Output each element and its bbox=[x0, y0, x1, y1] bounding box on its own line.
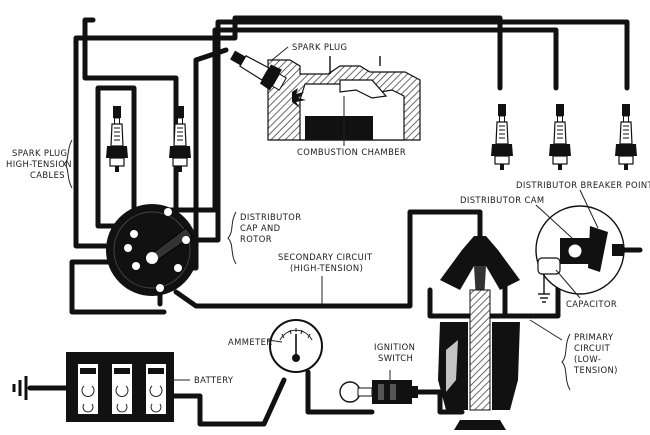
distributor-housing bbox=[438, 236, 520, 430]
key-icon bbox=[339, 381, 361, 403]
label-capacitor: CAPACITOR bbox=[566, 299, 617, 309]
spark-plug-left-2 bbox=[168, 105, 192, 173]
spark-plug-in-head bbox=[230, 50, 306, 108]
label-primary-circuit-2: CIRCUIT bbox=[574, 343, 611, 353]
label-spark-plug: SPARK PLUG bbox=[292, 42, 347, 52]
label-spark-plug-cables-1: SPARK PLUG bbox=[12, 148, 67, 158]
label-primary-circuit-4: TENSION) bbox=[573, 365, 618, 375]
breaker-points-assembly bbox=[535, 205, 625, 303]
ground-icon bbox=[12, 376, 28, 400]
label-spark-plug-cables-2: HIGH-TENSION bbox=[6, 159, 72, 169]
label-ignition-switch-1: IGNITION bbox=[374, 342, 415, 352]
label-ammeter: AMMETER bbox=[228, 337, 273, 347]
label-secondary-circuit-2: (HIGH-TENSION) bbox=[290, 263, 363, 273]
label-primary-circuit-3: (LOW- bbox=[574, 354, 601, 364]
ammeter bbox=[269, 319, 323, 373]
distributor-cap bbox=[106, 204, 198, 296]
ignition-switch bbox=[339, 380, 418, 404]
label-battery: BATTERY bbox=[194, 375, 234, 385]
breaker-arm bbox=[588, 226, 608, 272]
spark-plug-left-1 bbox=[105, 105, 129, 173]
spark-icon bbox=[292, 88, 306, 108]
label-distributor-cam: DISTRIBUTOR CAM bbox=[460, 195, 545, 205]
battery bbox=[27, 352, 174, 422]
label-breaker-points: DISTRIBUTOR BREAKER POINTS bbox=[516, 180, 650, 190]
label-distributor-cap-1: DISTRIBUTOR bbox=[240, 212, 301, 222]
label-primary-circuit-1: PRIMARY bbox=[574, 332, 614, 342]
spark-plug-right-3 bbox=[614, 103, 638, 171]
spark-plug-right-2 bbox=[548, 103, 572, 171]
capacitor bbox=[537, 257, 561, 275]
label-ignition-switch-2: SWITCH bbox=[378, 353, 413, 363]
label-distributor-cap-2: CAP AND bbox=[240, 223, 281, 233]
leader-lines bbox=[63, 46, 599, 391]
label-secondary-circuit-1: SECONDARY CIRCUIT bbox=[278, 252, 373, 262]
label-spark-plug-cables-3: CABLES bbox=[30, 170, 65, 180]
label-distributor-cap-3: ROTOR bbox=[240, 234, 272, 244]
spark-plug-right-1 bbox=[490, 103, 514, 171]
combustion-chamber bbox=[267, 56, 421, 146]
label-combustion-chamber: COMBUSTION CHAMBER bbox=[297, 147, 406, 157]
